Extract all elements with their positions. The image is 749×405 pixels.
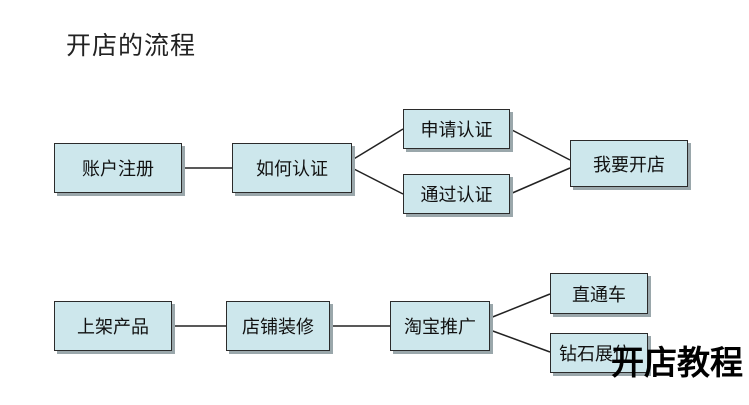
node-diamond-booth: 钻石展位 xyxy=(550,333,648,373)
node-list-products: 上架产品 xyxy=(54,301,172,351)
link-apply-open xyxy=(509,128,571,161)
link-verify-pass xyxy=(351,167,404,195)
watermark-text: 开店教程 xyxy=(611,343,743,382)
link-promo-booth xyxy=(489,329,551,353)
node-store-decoration: 店铺装修 xyxy=(226,301,330,351)
node-through-train: 直通车 xyxy=(550,273,648,314)
link-verify-apply xyxy=(351,128,404,161)
link-pass-open xyxy=(509,167,571,195)
node-account-register: 账户注册 xyxy=(54,143,182,193)
node-taobao-promotion: 淘宝推广 xyxy=(390,301,490,351)
node-apply-verify: 申请认证 xyxy=(403,109,510,149)
node-open-store: 我要开店 xyxy=(570,140,688,187)
node-how-to-verify: 如何认证 xyxy=(232,143,352,193)
diagram-title: 开店的流程 xyxy=(66,31,197,60)
link-promo-train xyxy=(489,293,551,319)
node-pass-verify: 通过认证 xyxy=(403,174,510,214)
